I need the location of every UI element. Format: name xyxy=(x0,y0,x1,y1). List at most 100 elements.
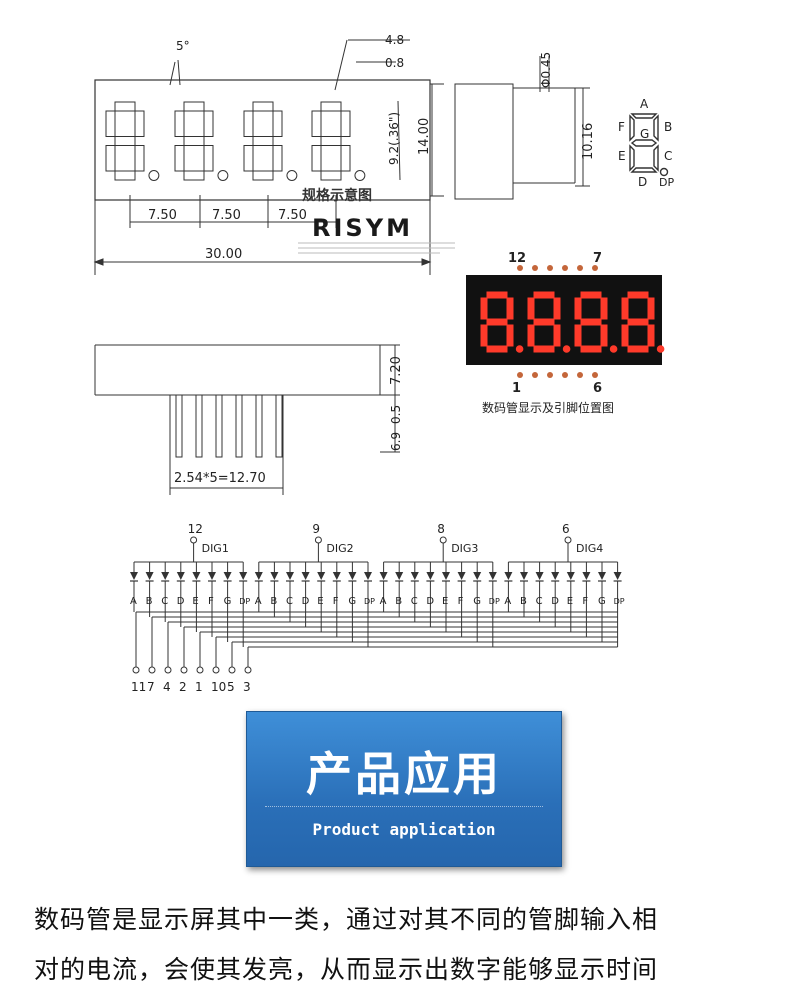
pitch-label-1: 7.50 xyxy=(148,208,177,223)
bottom-pin-label-1: 6.9 xyxy=(389,432,403,451)
led-diode xyxy=(254,572,263,580)
legend-label-f: F xyxy=(618,120,625,134)
segment-label: F xyxy=(333,596,339,607)
led-diode xyxy=(348,572,357,580)
segment-label: G xyxy=(598,596,606,607)
led-diode xyxy=(332,572,341,580)
segment-label: C xyxy=(161,596,168,607)
segment-label: A xyxy=(130,596,137,607)
segment-label: C xyxy=(286,596,293,607)
product-application-banner: 产品应用 Product application xyxy=(246,711,562,867)
digit-name-label: DIG2 xyxy=(326,542,353,555)
led-diode xyxy=(473,572,482,580)
diagram-caption: 规格示意图 xyxy=(302,187,372,204)
led-diode xyxy=(176,572,185,580)
segment-d xyxy=(630,167,658,173)
segment-pin-label: 4 xyxy=(163,680,171,694)
led-diode xyxy=(286,572,294,580)
digit-pin-label: 6 xyxy=(562,522,570,536)
common-pin-12 xyxy=(190,536,198,544)
module-bottom-pin xyxy=(517,372,523,378)
segment-pin xyxy=(132,666,140,674)
bottom-pin-right-label: 6 xyxy=(593,381,602,396)
bottom-view-pin xyxy=(195,394,203,458)
module-digit-2 xyxy=(527,291,571,353)
led-diode xyxy=(504,572,513,580)
module-caption: 数码管显示及引脚位置图 xyxy=(482,400,614,415)
dimension-diagram: 5° 4.8 0.8 7.50 7.50 7.50 30.00 14.00 9.… xyxy=(93,33,674,694)
segment-legend xyxy=(629,113,669,177)
front-digit-2 xyxy=(174,101,229,181)
segment-g xyxy=(630,139,658,147)
segment-label: D xyxy=(302,596,310,607)
bottom-view-pin xyxy=(175,394,183,458)
segment-pin-label: 3 xyxy=(243,680,251,694)
led-diode xyxy=(551,572,560,580)
module-bottom-pin xyxy=(547,372,553,378)
legend-label-d: D xyxy=(638,175,647,189)
module-led-digits xyxy=(480,291,665,353)
led-diode xyxy=(613,572,622,580)
segment-label: A xyxy=(380,596,387,607)
legend-label-dp: DP xyxy=(659,176,674,189)
bottom-view-pin xyxy=(275,394,283,458)
segment-label: D xyxy=(426,596,434,607)
module-digit-4 xyxy=(621,291,665,353)
module-digit-1 xyxy=(480,291,524,353)
segment-label: B xyxy=(395,596,402,607)
led-diode xyxy=(442,572,450,580)
angle-label: 5° xyxy=(176,39,190,53)
led-diode xyxy=(395,572,404,580)
segment-label: DP xyxy=(364,597,375,606)
led-diode xyxy=(161,572,170,580)
segment-label: E xyxy=(442,596,448,607)
led-diode xyxy=(192,572,201,580)
segment-a xyxy=(630,113,658,119)
top-pin-left-label: 12 xyxy=(508,251,526,266)
top-pin-right-label: 7 xyxy=(593,251,602,266)
segment-label: C xyxy=(411,596,418,607)
legend-label-e: E xyxy=(618,149,626,163)
segment-label: DP xyxy=(489,597,500,606)
side-view xyxy=(454,56,590,200)
segment-f xyxy=(629,114,635,142)
pitch-label-3: 7.50 xyxy=(278,208,307,223)
depth-label: 10.16 xyxy=(581,123,596,160)
led-diode xyxy=(520,572,528,580)
segment-label: D xyxy=(177,596,185,607)
segment-label: B xyxy=(146,596,153,607)
photo-module xyxy=(466,265,665,378)
top-label-4-8: 4.8 xyxy=(385,33,404,47)
common-pin-8 xyxy=(439,536,447,544)
led-diode xyxy=(457,572,466,580)
front-digit-group xyxy=(105,101,366,181)
bottom-height-label: 7.20 xyxy=(389,356,404,385)
digit-height-label: 9.2(.36") xyxy=(387,112,401,165)
led-diode xyxy=(379,572,388,580)
digit-pin-label: 8 xyxy=(437,522,445,536)
led-diode xyxy=(317,572,326,580)
height-label: 14.00 xyxy=(417,118,432,155)
digit-name-label: DIG4 xyxy=(576,542,603,555)
common-pin-9 xyxy=(314,536,322,544)
module-bottom-pins xyxy=(517,372,598,378)
legend-label-a: A xyxy=(640,97,649,111)
pin-diameter-label: Φ0.45 xyxy=(539,52,553,88)
description-line-2: 对的电流，会使其发亮，从而显示出数字能够显示时间 xyxy=(34,955,659,984)
segment-label: A xyxy=(504,596,511,607)
module-top-pin xyxy=(532,265,538,271)
bottom-pin-left-label: 1 xyxy=(512,381,521,396)
module-top-pin xyxy=(577,265,583,271)
bottom-pin-label-2: 0.5 xyxy=(389,405,403,424)
bottom-view-pin xyxy=(235,394,243,458)
legend-label-c: C xyxy=(664,149,672,163)
segment-label: G xyxy=(348,596,356,607)
segment-b xyxy=(653,114,659,142)
width-label: 30.00 xyxy=(205,247,242,262)
segment-pin-label: 1 xyxy=(195,680,203,694)
pitch-label-2: 7.50 xyxy=(212,208,241,223)
digit-pin-label: 12 xyxy=(188,522,203,536)
front-view-body xyxy=(94,79,431,201)
segment-pin xyxy=(164,666,172,674)
banner-title: 产品应用 xyxy=(306,747,502,801)
